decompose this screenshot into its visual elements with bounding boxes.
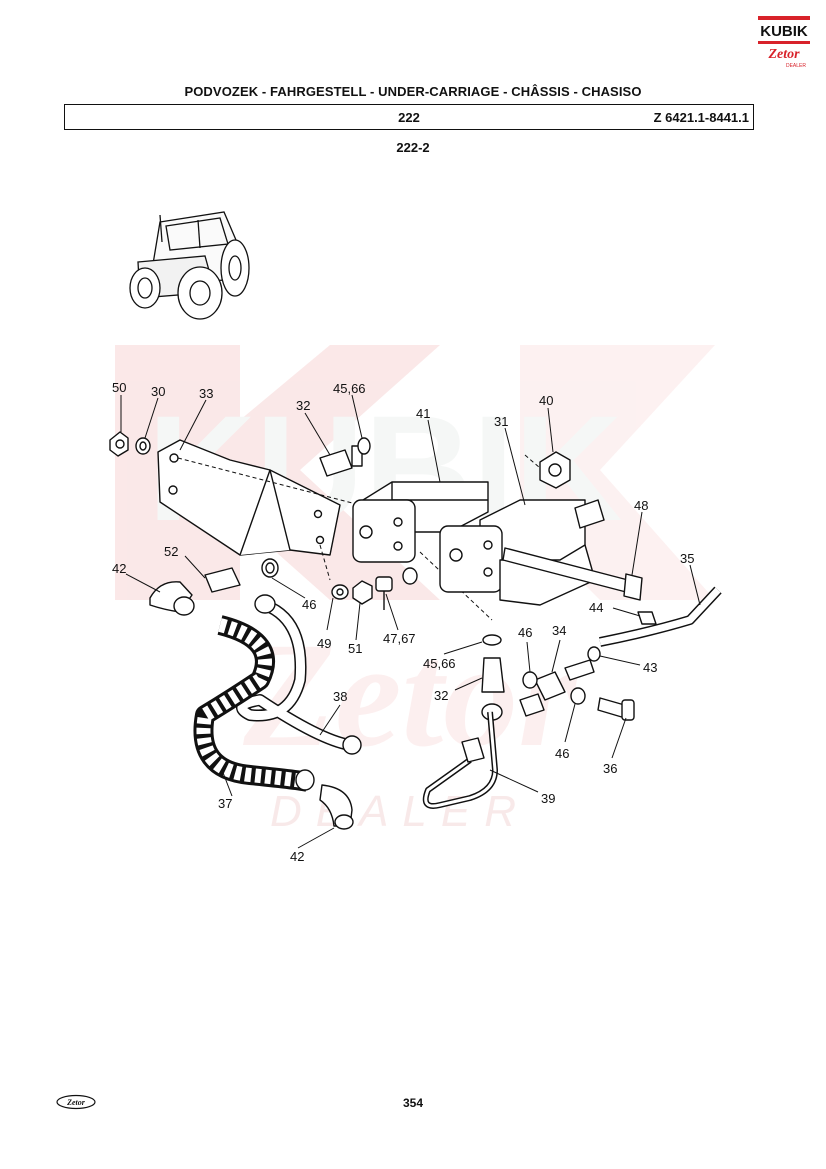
page-number: 354 [402,1096,424,1110]
callout-31: 31 [494,414,508,429]
callout-38: 38 [333,689,347,704]
tractor-illustration [129,211,250,320]
callout-46-right: 46 [555,746,569,761]
callout-46-left: 46 [302,597,316,612]
callout-43: 43 [643,660,657,675]
callout-48: 48 [634,498,648,513]
callout-37: 37 [218,796,232,811]
callout-49: 49 [317,636,331,651]
group-number: 222 [398,110,420,125]
callout-32-bottom: 32 [434,688,448,703]
callout-34: 34 [552,623,566,638]
callouts: 50 30 33 45,66 32 41 31 40 48 35 52 42 4… [112,380,694,864]
page-title: PODVOZEK - FAHRGESTELL - UNDER-CARRIAGE … [184,84,642,99]
callout-50: 50 [112,380,126,395]
callout-45-66-top: 45,66 [333,381,366,396]
leader-lines [120,394,701,849]
watermark-tag: DEALER [270,787,530,836]
zetor-corner-logo: Zetor [56,1094,96,1110]
callout-42-bottom: 42 [290,849,304,864]
callout-32-top: 32 [296,398,310,413]
corner-logo-text: Zetor [66,1098,86,1107]
callout-41: 41 [416,406,430,421]
callout-42-left: 42 [112,561,126,576]
callout-45-66-bottom: 45,66 [423,656,456,671]
callout-40: 40 [539,393,553,408]
callout-44: 44 [589,600,603,615]
callout-52: 52 [164,544,178,559]
callout-46-mid: 46 [518,625,532,640]
logo-brand: KUBIK [760,23,808,40]
logo-tag: DEALER [786,63,806,69]
assembly-drawing [109,431,722,830]
callout-51: 51 [348,641,362,656]
callout-36: 36 [603,761,617,776]
callout-47-67: 47,67 [383,631,416,646]
subgroup-number: 222-2 [396,140,430,155]
callout-39: 39 [541,791,555,806]
callout-30: 30 [151,384,165,399]
header-box: 222 Z 6421.1-8441.1 [64,104,754,130]
kubik-zetor-logo: KUBIK Zetor DEALER [758,16,810,69]
logo-sub-brand: Zetor [767,47,800,62]
callout-35: 35 [680,551,694,566]
callout-33: 33 [199,386,213,401]
model-range: Z 6421.1-8441.1 [653,110,749,125]
